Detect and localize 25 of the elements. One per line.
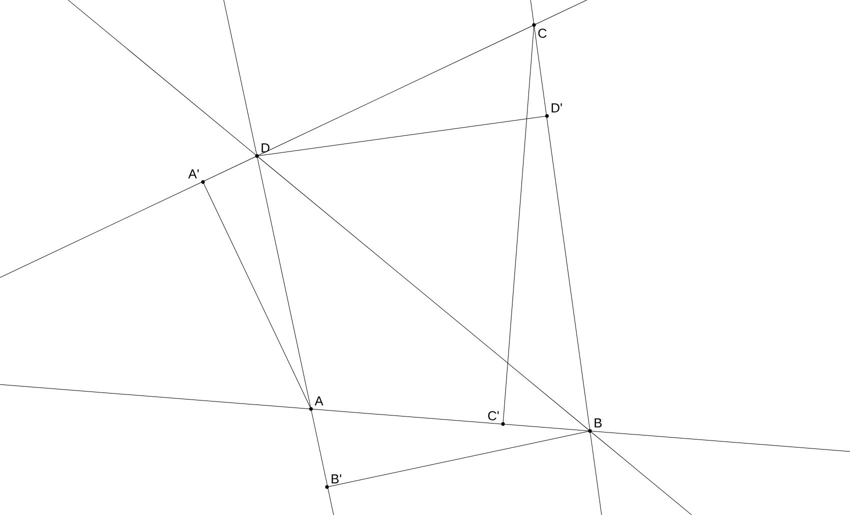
node-label: A' <box>188 169 199 178</box>
line-segment <box>256 156 590 432</box>
labeled-point: B <box>588 418 602 433</box>
labeled-point: D <box>255 143 270 158</box>
line-segment <box>534 24 590 432</box>
line-segment <box>502 24 534 424</box>
line-segment <box>256 24 534 156</box>
labeled-point: A' <box>188 169 205 184</box>
labeled-point: D' <box>545 103 562 118</box>
node-label: D' <box>552 103 562 112</box>
line-segment <box>202 182 312 410</box>
line-segment <box>256 156 312 410</box>
labeled-point: C' <box>488 411 505 426</box>
labeled-point: A <box>309 396 324 411</box>
node-label: A <box>314 396 324 406</box>
node-label: D <box>262 143 270 152</box>
labeled-point: B' <box>325 474 342 489</box>
node-label: C' <box>488 411 499 420</box>
node-label: B <box>594 418 602 428</box>
node-label: B' <box>332 474 342 484</box>
labeled-point: C <box>532 23 547 38</box>
line-segment <box>326 430 590 488</box>
line-segment <box>310 408 590 432</box>
node-label: C <box>538 28 547 38</box>
line-segment <box>256 116 548 156</box>
